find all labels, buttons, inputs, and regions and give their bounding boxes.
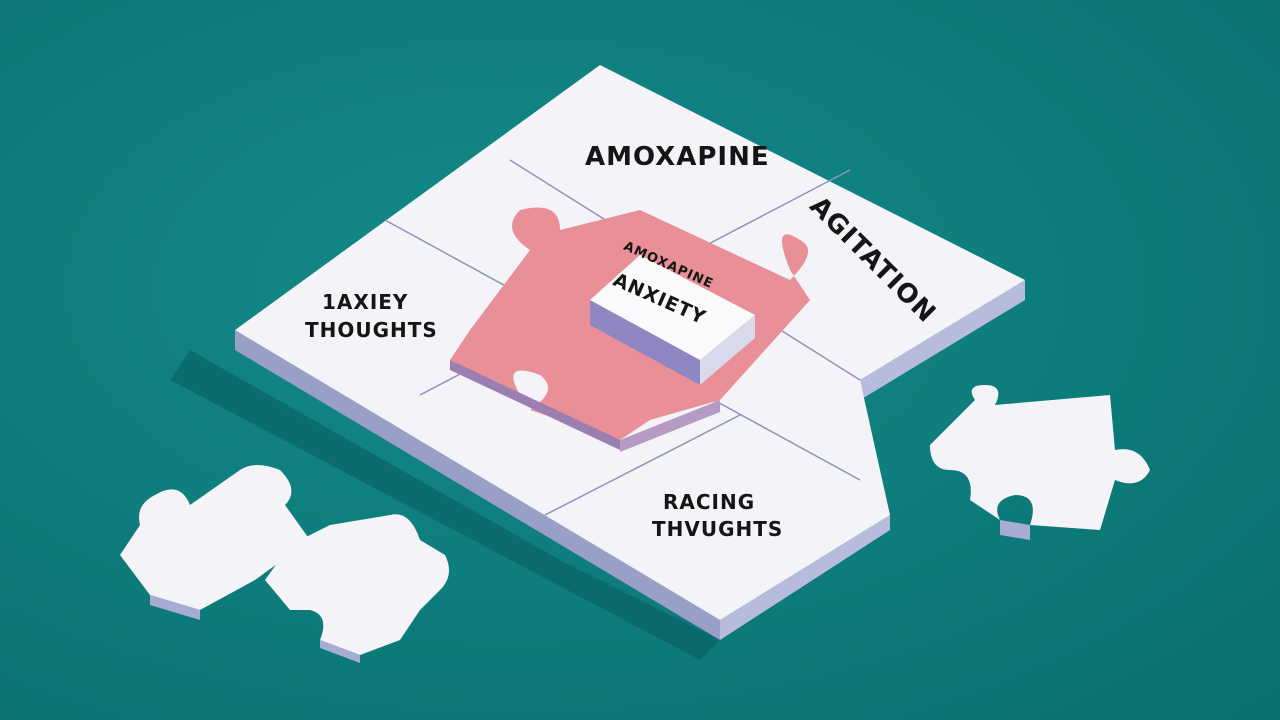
label-bottom-line1: RACING xyxy=(663,490,756,514)
loose-piece-right xyxy=(930,385,1150,540)
loose-piece-left-1 xyxy=(120,465,310,620)
loose-piece-left-2 xyxy=(265,514,449,663)
medicine-box xyxy=(590,255,755,385)
label-top: AMOXAPINE xyxy=(585,142,770,172)
label-left-line2: THOUGHTS xyxy=(305,318,438,342)
label-bottom-line2: THVUGHTS xyxy=(652,517,784,541)
label-left-line1: 1AXIEY xyxy=(322,290,409,314)
